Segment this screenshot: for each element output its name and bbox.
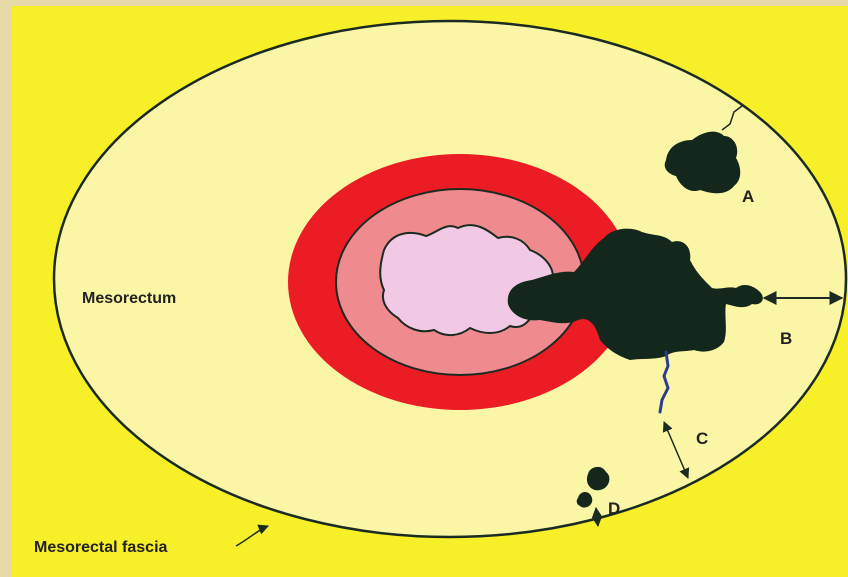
label-d: D: [608, 499, 620, 518]
label-a: A: [742, 187, 754, 206]
label-c: C: [696, 429, 708, 448]
label-mesorectal-fascia: Mesorectal fascia: [34, 539, 168, 556]
label-b: B: [780, 329, 792, 348]
label-mesorectum: Mesorectum: [82, 290, 176, 307]
